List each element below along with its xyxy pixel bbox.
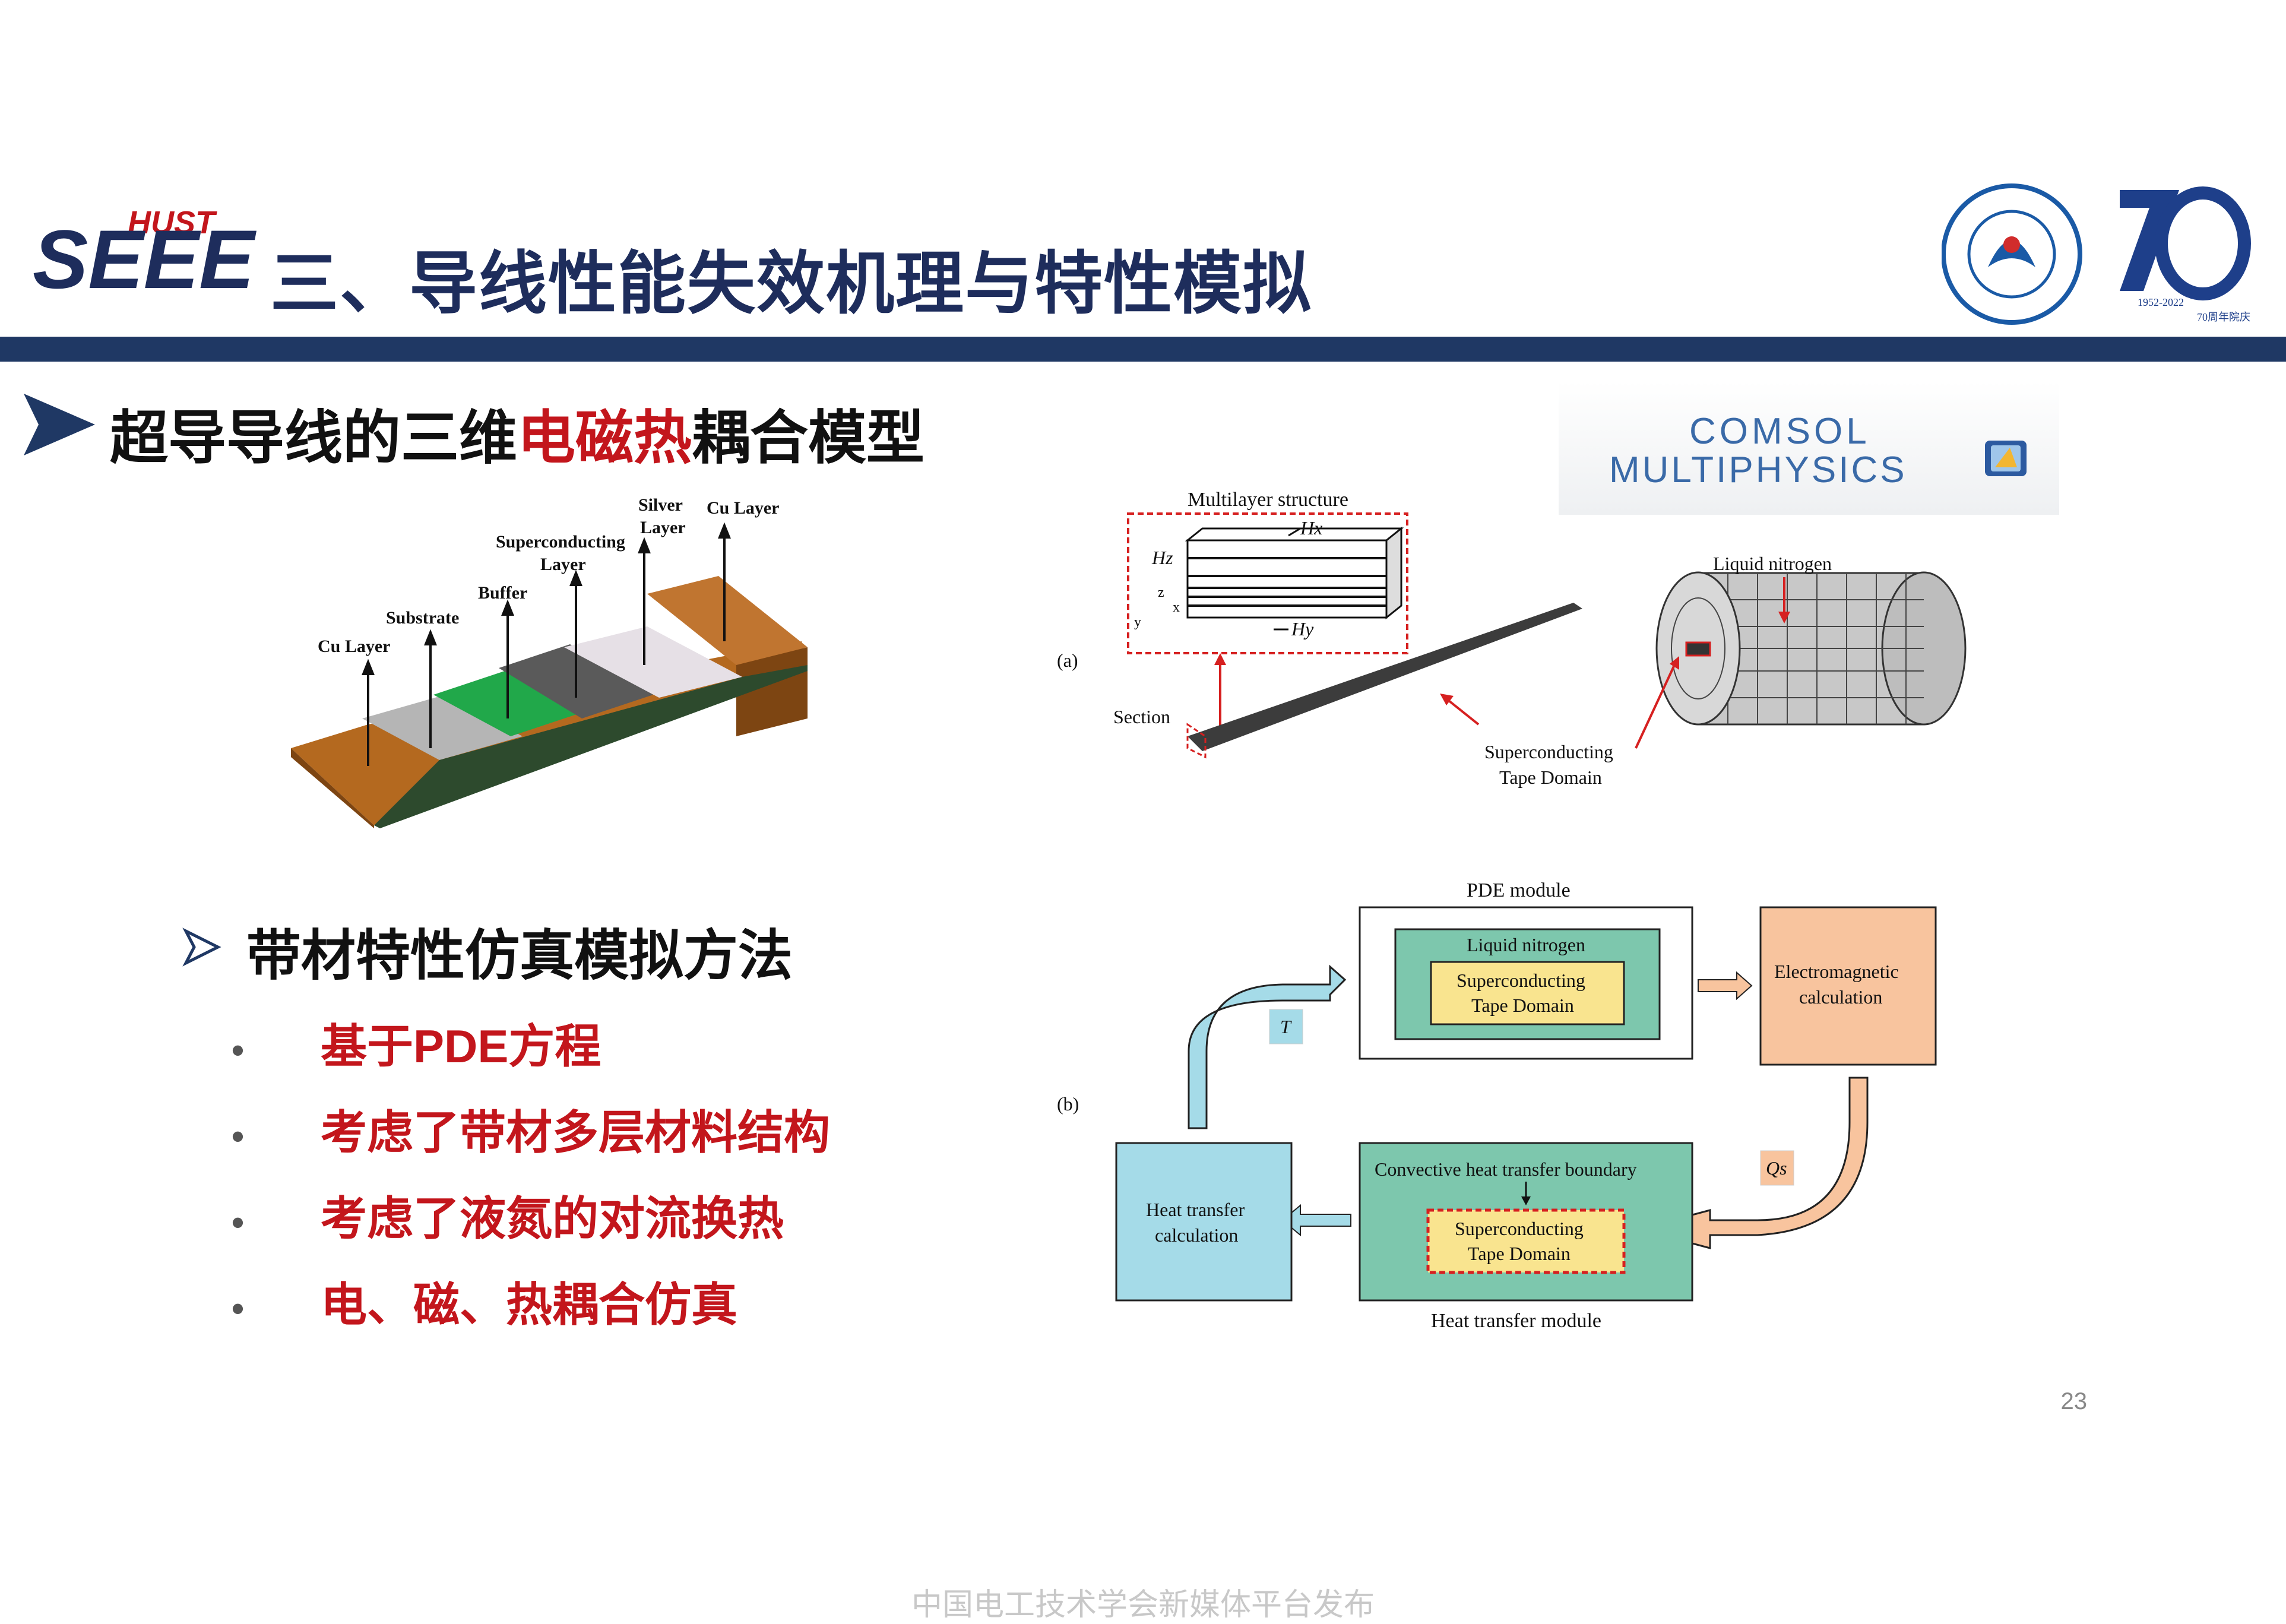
footer-watermark: 中国电工技术学会新媒体平台发布 xyxy=(911,1588,1375,1622)
label-sc-tape-1: Superconducting xyxy=(1484,741,1613,762)
multilayer-block xyxy=(1185,526,1404,620)
label-hz: Hz xyxy=(1151,547,1173,568)
tape-layer-diagram: Cu Layer Substrate Buffer Superconductin… xyxy=(291,495,808,828)
axis-x: x xyxy=(1173,600,1180,615)
header-divider-bar xyxy=(0,337,2286,362)
convective-boundary: Convective heat transfer boundary xyxy=(1375,1158,1637,1180)
chevron-right-icon xyxy=(24,394,95,455)
comsol-line1: COMSOL xyxy=(1689,411,1870,452)
section-title: 超导导线的三维电磁热耦合模型 xyxy=(110,391,924,475)
silver-layer xyxy=(564,626,742,698)
heat-sc-tape-box xyxy=(1426,1208,1626,1274)
bullet-text: 基于PDE方程 xyxy=(321,1020,601,1072)
arrow-heat-to-calc xyxy=(1281,1204,1351,1237)
school-seal-icon xyxy=(1942,183,2082,325)
label-liquid-nitrogen: Liquid nitrogen xyxy=(1713,553,1832,574)
label-sc-layer-2: Layer xyxy=(540,555,586,574)
figure-b-coupling-flowchart: (b) PDE module Liquid nitrogen Supercond… xyxy=(1057,879,1937,1332)
school-logos: 1952-2022 70周年院庆 xyxy=(1942,183,2251,325)
pde-sc-1: Superconducting xyxy=(1457,970,1585,991)
fig-a-label: (a) xyxy=(1057,650,1078,671)
em-line1: Electromagnetic xyxy=(1774,961,1899,982)
bullet-item: •基于PDE方程 xyxy=(232,1020,601,1072)
label-silver-1: Silver xyxy=(638,495,683,515)
heat-module-title: Heat transfer module xyxy=(1431,1310,1601,1332)
liquid-nitrogen-cylinder xyxy=(1655,571,1967,726)
label-sc-tape-2: Tape Domain xyxy=(1499,767,1602,788)
label-t: T xyxy=(1280,1016,1292,1037)
heat-sc-2: Tape Domain xyxy=(1468,1243,1571,1264)
bullet-item: •考虑了带材多层材料结构 xyxy=(232,1106,831,1158)
bullet-item: •电、磁、热耦合仿真 xyxy=(232,1278,738,1331)
substrate-layer xyxy=(362,695,523,760)
pde-sc-tape-box xyxy=(1430,961,1625,1025)
label-section: Section xyxy=(1113,706,1170,727)
label-hx: Hx xyxy=(1300,517,1322,539)
bullet-text: 考虑了液氮的对流换热 xyxy=(321,1192,784,1245)
page-title: 三、导线性能失效机理与特性模拟 xyxy=(270,246,1313,322)
cu-right-block xyxy=(647,576,808,665)
method-title: 带材特性仿真模拟方法 xyxy=(246,926,793,986)
section-title-post: 耦合模型 xyxy=(692,405,925,470)
ht-line2: calculation xyxy=(1155,1224,1238,1246)
bullet-item: •考虑了液氮的对流换热 xyxy=(232,1192,784,1245)
em-line2: calculation xyxy=(1799,986,1882,1008)
section-title-highlight: 电磁热 xyxy=(517,405,692,470)
axis-z: z xyxy=(1158,585,1164,600)
seventy-anniversary-logo: 1952-2022 70周年院庆 xyxy=(2120,186,2251,323)
arrow-pde-to-em xyxy=(1698,971,1753,1001)
label-multilayer: Multilayer structure xyxy=(1188,489,1348,511)
label-substrate: Substrate xyxy=(386,608,459,628)
label-cu-layer-left: Cu Layer xyxy=(318,637,391,656)
anniv-text: 70周年院庆 xyxy=(2197,311,2250,323)
pde-liquid-nitrogen: Liquid nitrogen xyxy=(1467,934,1585,955)
heat-calculation-box xyxy=(1115,1142,1293,1302)
label-cu-layer-right: Cu Layer xyxy=(707,498,780,518)
page-number: 23 xyxy=(2060,1388,2088,1414)
section-title-pre: 超导导线的三维 xyxy=(110,405,518,470)
em-calculation-box xyxy=(1759,906,1937,1066)
bullet-text: 考虑了带材多层材料结构 xyxy=(321,1106,831,1158)
fig-b-label: (b) xyxy=(1057,1093,1079,1115)
superconducting-tape xyxy=(1188,603,1582,751)
label-buffer: Buffer xyxy=(478,583,527,603)
label-sc-layer-1: Superconducting xyxy=(496,532,625,552)
pde-module-title: PDE module xyxy=(1467,879,1571,901)
anniv-years: 1952-2022 xyxy=(2138,296,2184,308)
logo-hust-text: HUST xyxy=(128,205,217,240)
label-silver-2: Layer xyxy=(640,518,686,537)
comsol-cube-icon xyxy=(1985,441,2027,476)
logo-seee-text: SEEE xyxy=(33,213,257,300)
comsol-line2: MULTIPHYSICS xyxy=(1609,449,1907,490)
label-qs: Qs xyxy=(1766,1157,1787,1179)
label-hy: Hy xyxy=(1291,618,1314,640)
heat-sc-1: Superconducting xyxy=(1455,1218,1584,1239)
pde-sc-2: Tape Domain xyxy=(1471,995,1574,1016)
figure-a-tape-model: (a) Multilayer structure Hx Hz Hy z y x … xyxy=(1057,489,1967,788)
bullet-text: 电、磁、热耦合仿真 xyxy=(321,1278,738,1331)
comsol-logo: COMSOL MULTIPHYSICS xyxy=(1559,381,2059,515)
seee-logo: HUST SEEE xyxy=(33,205,257,300)
arrow-right-icon xyxy=(182,927,221,967)
axis-y: y xyxy=(1134,615,1141,630)
ht-line1: Heat transfer xyxy=(1146,1199,1245,1220)
arrow-calc-to-pde xyxy=(1188,964,1347,1129)
